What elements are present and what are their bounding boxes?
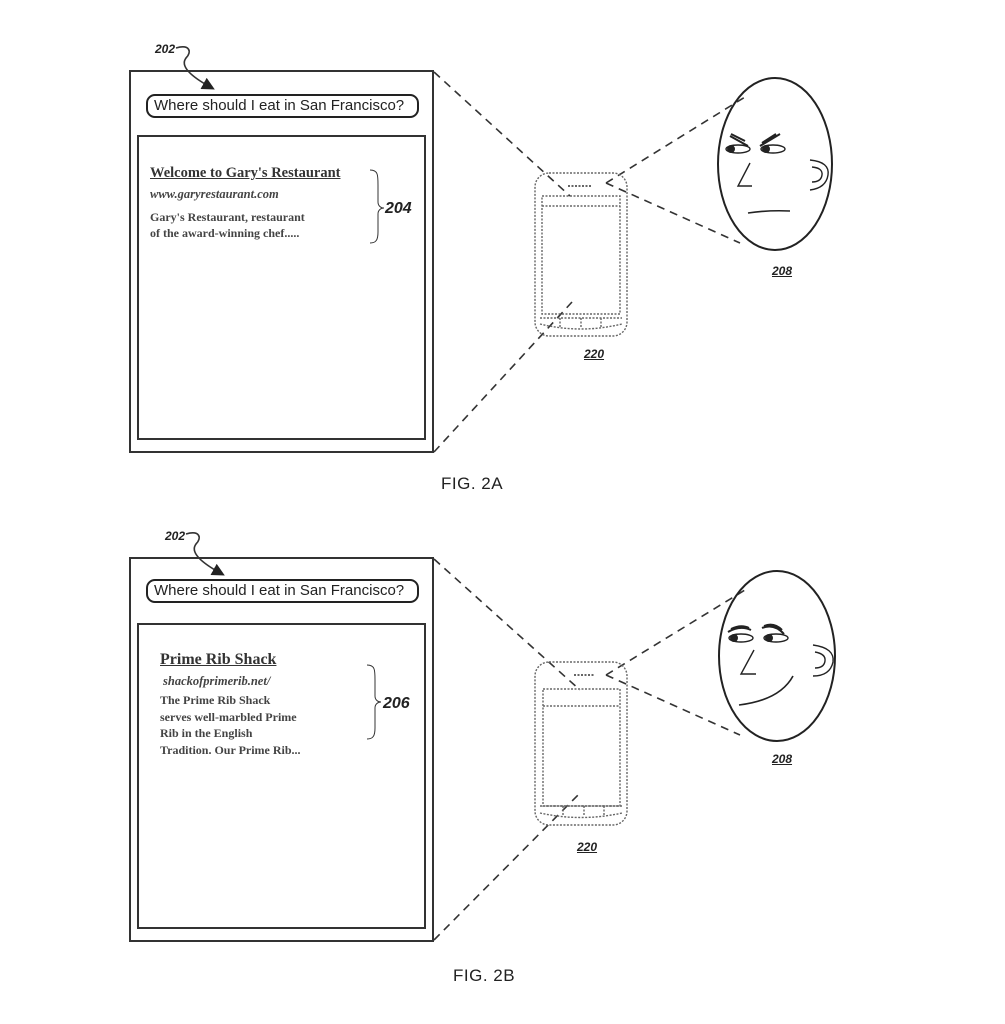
- ref-label-device: 220: [584, 347, 605, 361]
- figure-caption: FIG. 2A: [441, 474, 504, 493]
- ref-label-user: 208: [772, 264, 793, 278]
- projection-line: [433, 301, 573, 453]
- result-description: The Prime Rib Shack serves well-marbled …: [160, 692, 301, 758]
- result-description-line: Tradition. Our Prime Rib...: [160, 742, 301, 757]
- result-description-line: The Prime Rib Shack: [160, 693, 271, 707]
- gaze-line: [605, 96, 746, 184]
- display-screen-panel: [129, 70, 434, 453]
- fig2b-connectors: [185, 532, 746, 941]
- nose: [736, 162, 752, 187]
- projection-line: [433, 794, 579, 941]
- result-title-link[interactable]: Welcome to Gary's Restaurant: [150, 165, 341, 181]
- mobile-device-icon: [534, 661, 628, 826]
- ref-label-result: 206: [383, 695, 410, 712]
- gaze-line: [605, 674, 741, 736]
- result-description-line: serves well-marbled Prime: [160, 709, 297, 724]
- eye-left: [725, 144, 751, 154]
- search-result-panel: [137, 135, 426, 440]
- result-title-link[interactable]: Prime Rib Shack: [160, 651, 277, 668]
- search-query-box[interactable]: Where should I eat in San Francisco?: [146, 94, 419, 118]
- result-description-line: Rib in the English: [160, 726, 253, 740]
- mouth-smile: [738, 675, 794, 706]
- eyebrow-left: [729, 133, 749, 147]
- ear: [809, 159, 829, 191]
- nose: [739, 649, 756, 675]
- gaze-line: [605, 589, 746, 676]
- ref-label-result: 204: [385, 200, 412, 217]
- eye-left: [728, 633, 754, 643]
- user-face-smiling-icon: [718, 570, 836, 742]
- display-screen-panel: [129, 557, 434, 942]
- eyebrow-right: [761, 623, 785, 635]
- fig2a-connectors: [175, 46, 746, 453]
- result-description: Gary's Restaurant, restaurant of the awa…: [150, 209, 305, 241]
- eye-right: [760, 144, 786, 154]
- result-description-line: Gary's Restaurant, restaurant: [150, 210, 305, 224]
- ref-label-screen: 202: [155, 42, 176, 56]
- projection-line: [433, 71, 571, 197]
- result-url: shackofprimerib.net/: [163, 674, 271, 688]
- figure-caption: FIG. 2B: [453, 966, 516, 985]
- ref-label-device: 220: [577, 840, 598, 854]
- search-query-box[interactable]: Where should I eat in San Francisco?: [146, 579, 419, 603]
- gaze-line: [605, 182, 741, 244]
- brace-204: [369, 169, 385, 244]
- ref-label-user: 208: [772, 752, 793, 766]
- result-url: www.garyrestaurant.com: [150, 187, 279, 201]
- ref-label-screen: 202: [165, 529, 186, 543]
- result-description-line: of the award-winning chef.....: [150, 226, 300, 240]
- user-face-frowning-icon: [717, 77, 833, 251]
- mobile-device-icon: [534, 172, 628, 337]
- ear: [812, 644, 834, 677]
- eyebrow-right: [759, 133, 781, 147]
- mouth-frown: [747, 209, 791, 214]
- eyebrow-left: [727, 625, 752, 633]
- eye-right: [763, 633, 789, 643]
- projection-line: [433, 558, 581, 691]
- search-result-panel: [137, 623, 426, 929]
- leader-arrow-202: [175, 46, 215, 90]
- leader-arrow-202: [185, 532, 225, 576]
- brace-206: [366, 664, 382, 740]
